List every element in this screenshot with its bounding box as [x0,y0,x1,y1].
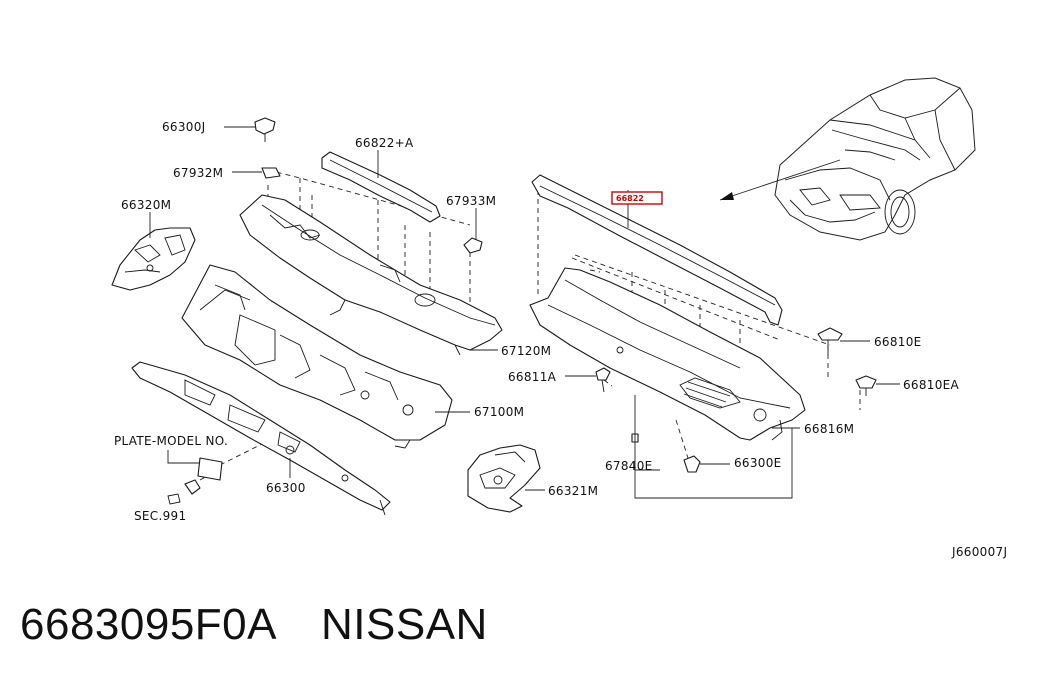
label-66816m[interactable]: 66816M [804,422,854,436]
label-66810e[interactable]: 66810E [874,335,922,349]
plate-model-number[interactable] [197,457,223,481]
label-66810ea[interactable]: 66810EA [903,378,960,392]
label-66300e[interactable]: 66300E [734,456,782,470]
label-67100m[interactable]: 67100M [474,405,524,419]
clip-66810e[interactable] [817,327,843,355]
label-66321m[interactable]: 66321M [548,484,598,498]
part-66300-cowl-bracket[interactable] [131,361,391,516]
highlight-box [611,191,663,205]
label-66300j[interactable]: 66300J [162,120,206,134]
clip-66300j[interactable] [254,117,276,142]
label-67932m[interactable]: 67932M [173,166,223,180]
part-66321m-bracket[interactable] [467,444,541,513]
label-plate-model-no[interactable]: PLATE-MODEL NO. [114,434,228,448]
clip-66810ea[interactable] [855,375,877,396]
label-67840e[interactable]: 67840E [605,459,653,473]
label-66300[interactable]: 66300 [266,481,306,495]
part-67100m-dash-panel[interactable] [181,264,453,449]
label-67933m[interactable]: 67933M [446,194,496,208]
part-number: 6683095F0A [20,600,277,649]
clip-66811a[interactable] [595,367,611,393]
brand-name: NISSAN [321,600,488,649]
label-66822-highlighted[interactable]: 66822 [616,194,644,203]
label-66811a[interactable]: 66811A [508,370,557,384]
label-66822-a[interactable]: 66822+A [355,136,414,150]
part-66822-cowl-top-seal[interactable] [531,174,783,326]
part-66816m-cowl-top[interactable] [529,267,806,441]
clip-66300e[interactable] [683,455,701,473]
bolt-sec-991 [167,479,201,505]
label-66320m[interactable]: 66320M [121,198,171,212]
label-sec-991[interactable]: SEC.991 [134,509,186,523]
leader-lines [149,126,900,499]
part-66320m-bracket[interactable] [111,227,196,291]
label-67120m[interactable]: 67120M [501,344,551,358]
car-locator-illustration [719,77,976,241]
drawing-code: J660007J [951,545,1007,559]
grommet-67932m[interactable] [261,167,281,179]
grommet-67933m[interactable] [463,237,483,254]
part-66822-a-strip[interactable] [321,151,441,223]
part-labels: 66300J 66822+A 67932M 67933M 66320M 6712… [114,120,1007,559]
part-67120m-upper-cowl[interactable] [239,194,503,356]
footer-caption: 6683095F0A NISSAN [20,600,488,650]
